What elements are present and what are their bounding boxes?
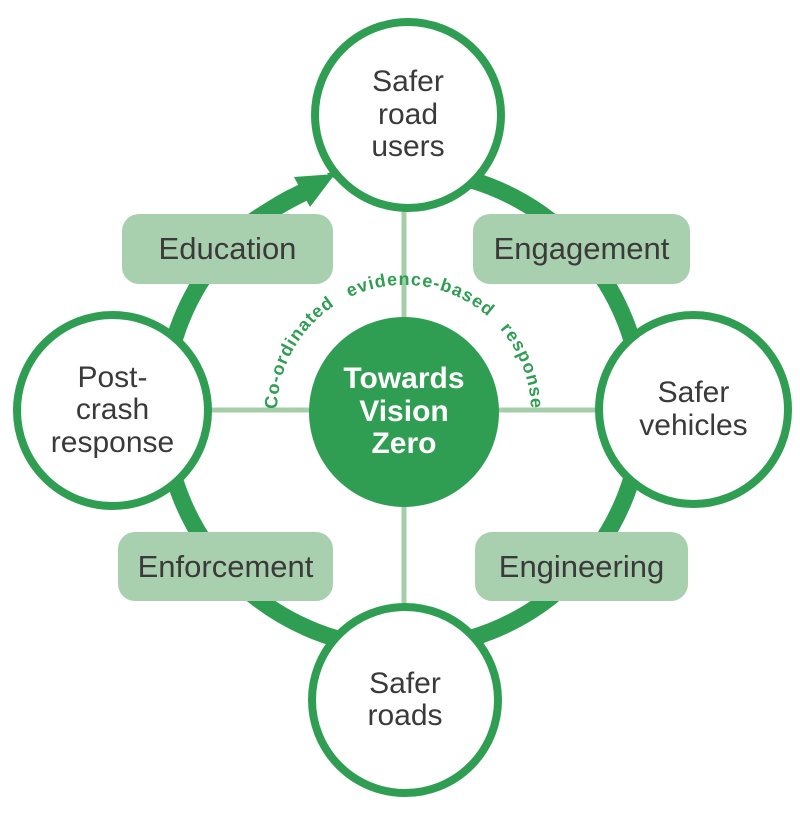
node-circle-safer-road-users: Safer road users [311,18,505,212]
node-label-safer-roads: Safer roads [367,666,443,732]
flow-arrow-head [294,174,335,207]
pillar-box-engagement: Engagement [473,214,690,284]
node-circle-post-crash-response: Post- crash response [13,311,212,510]
pillar-box-engineering: Engineering [475,532,688,601]
pillar-label-engineering: Engineering [498,548,665,584]
pillar-label-enforcement: Enforcement [137,548,314,584]
pillar-box-education: Education [122,214,333,284]
node-circle-safer-vehicles: Safer vehicles [595,311,792,508]
center-label: Towards Vision Zero [343,362,465,461]
node-label-safer-road-users: Safer road users [371,65,445,164]
pillar-box-enforcement: Enforcement [118,532,333,601]
center-circle-towards-vision-zero: Towards Vision Zero [309,317,499,507]
pillar-label-engagement: Engagement [493,231,670,266]
node-label-safer-vehicles: Safer vehicles [639,376,748,442]
node-circle-safer-roads: Safer roads [308,603,502,797]
node-label-post-crash-response: Post- crash response [50,360,175,459]
pillar-label-education: Education [158,231,297,266]
